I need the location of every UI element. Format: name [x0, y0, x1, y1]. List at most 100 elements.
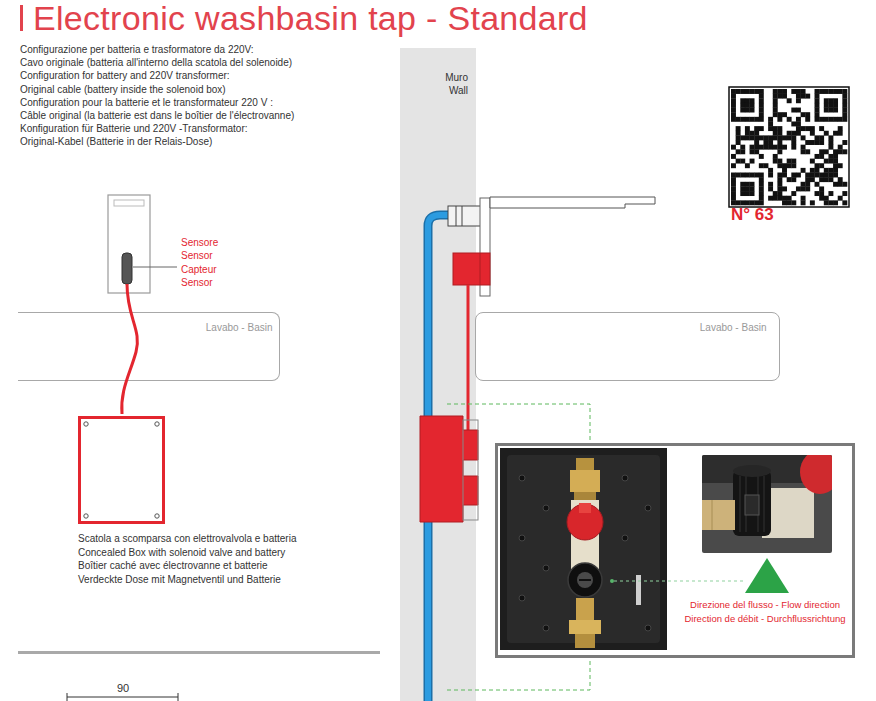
qr-module — [759, 94, 764, 99]
detail-leader — [447, 660, 590, 690]
qr-module — [768, 196, 773, 201]
qr-module — [819, 196, 824, 201]
qr-module — [801, 126, 806, 131]
qr-module — [731, 173, 736, 178]
qr-module — [824, 168, 829, 173]
qr-module — [828, 117, 833, 122]
qr-module — [824, 177, 829, 182]
qr-module — [824, 89, 829, 94]
qr-module — [740, 108, 745, 113]
flow-caption: Direzione del flusso - Flow direction — [680, 599, 850, 610]
qr-module — [777, 177, 782, 182]
qr-module — [754, 140, 759, 145]
qr-module — [815, 163, 820, 168]
qr-module — [791, 177, 796, 182]
qr-module — [759, 191, 764, 196]
qr-module — [842, 112, 847, 117]
qr-module — [842, 140, 847, 145]
qr-module — [782, 196, 787, 201]
qr-module — [777, 135, 782, 140]
qr-module — [842, 98, 847, 103]
qr-module — [773, 103, 778, 108]
qr-module — [740, 89, 745, 94]
qr-module — [773, 154, 778, 159]
qr-module — [791, 159, 796, 164]
qr-module — [759, 200, 764, 205]
config-note: Câble original (la batterie est dans le … — [20, 110, 294, 122]
qr-module — [773, 98, 778, 103]
qr-module — [801, 94, 806, 99]
qr-module — [745, 126, 750, 131]
qr-module — [759, 117, 764, 122]
qr-module — [815, 173, 820, 178]
tap-body — [108, 195, 150, 293]
qr-code — [731, 89, 847, 205]
qr-module — [801, 89, 806, 94]
qr-module — [740, 117, 745, 122]
qr-module — [736, 149, 741, 154]
qr-module — [824, 149, 829, 154]
mount-hole — [645, 625, 651, 631]
divider-rule — [18, 651, 380, 654]
qr-module — [805, 112, 810, 117]
dimension-tick — [67, 693, 68, 701]
qr-module — [824, 103, 829, 108]
qr-module — [824, 196, 829, 201]
qr-module — [736, 126, 741, 131]
qr-module — [828, 173, 833, 178]
qr-module — [740, 149, 745, 154]
basin-label: Lavabo - Basin — [700, 322, 767, 334]
qr-module — [801, 112, 806, 117]
qr-module — [828, 108, 833, 113]
qr-module — [754, 145, 759, 150]
qr-module — [750, 108, 755, 113]
qr-module — [750, 186, 755, 191]
qr-module — [828, 145, 833, 150]
qr-module — [777, 112, 782, 117]
qr-module — [819, 135, 824, 140]
qr-module — [782, 163, 787, 168]
config-note: Configuration pour la batterie et le tra… — [20, 97, 273, 109]
qr-module — [842, 117, 847, 122]
tap-electronics — [453, 253, 490, 285]
qr-module — [828, 89, 833, 94]
basin-outline: Lavabo - Basin — [18, 312, 280, 381]
qr-module — [745, 135, 750, 140]
qr-module — [819, 117, 824, 122]
sensor-label: Capteur — [181, 264, 217, 276]
qr-module — [842, 182, 847, 187]
leader-dot — [610, 579, 614, 583]
qr-module — [838, 126, 843, 131]
qr-module — [731, 191, 736, 196]
qr-module — [750, 191, 755, 196]
qr-module — [833, 131, 838, 136]
qr-module — [773, 89, 778, 94]
config-note: Configurazione per batteria e trasformat… — [20, 44, 254, 56]
qr-module — [740, 159, 745, 164]
qr-module — [773, 159, 778, 164]
qr-module — [838, 177, 843, 182]
mount-hole — [543, 505, 549, 511]
photo-box-inner — [507, 455, 660, 643]
qr-module — [777, 145, 782, 150]
tap-cable — [467, 285, 470, 432]
qr-module — [777, 173, 782, 178]
qr-module — [736, 200, 741, 205]
qr-module — [768, 186, 773, 191]
qr-module — [782, 94, 787, 99]
wall-label: Muro Wall — [428, 71, 468, 97]
qr-module — [745, 163, 750, 168]
qr-module — [815, 112, 820, 117]
qr-module — [796, 94, 801, 99]
qr-module — [819, 191, 824, 196]
qr-module — [801, 182, 806, 187]
page-title: Electronic washbasin tap - Standard — [33, 0, 588, 38]
qr-module — [801, 186, 806, 191]
qr-module — [777, 159, 782, 164]
qr-module — [828, 200, 833, 205]
qr-module — [768, 145, 773, 150]
qr-module — [833, 154, 838, 159]
qr-module — [750, 117, 755, 122]
qr-module — [787, 163, 792, 168]
qr-module — [791, 108, 796, 113]
